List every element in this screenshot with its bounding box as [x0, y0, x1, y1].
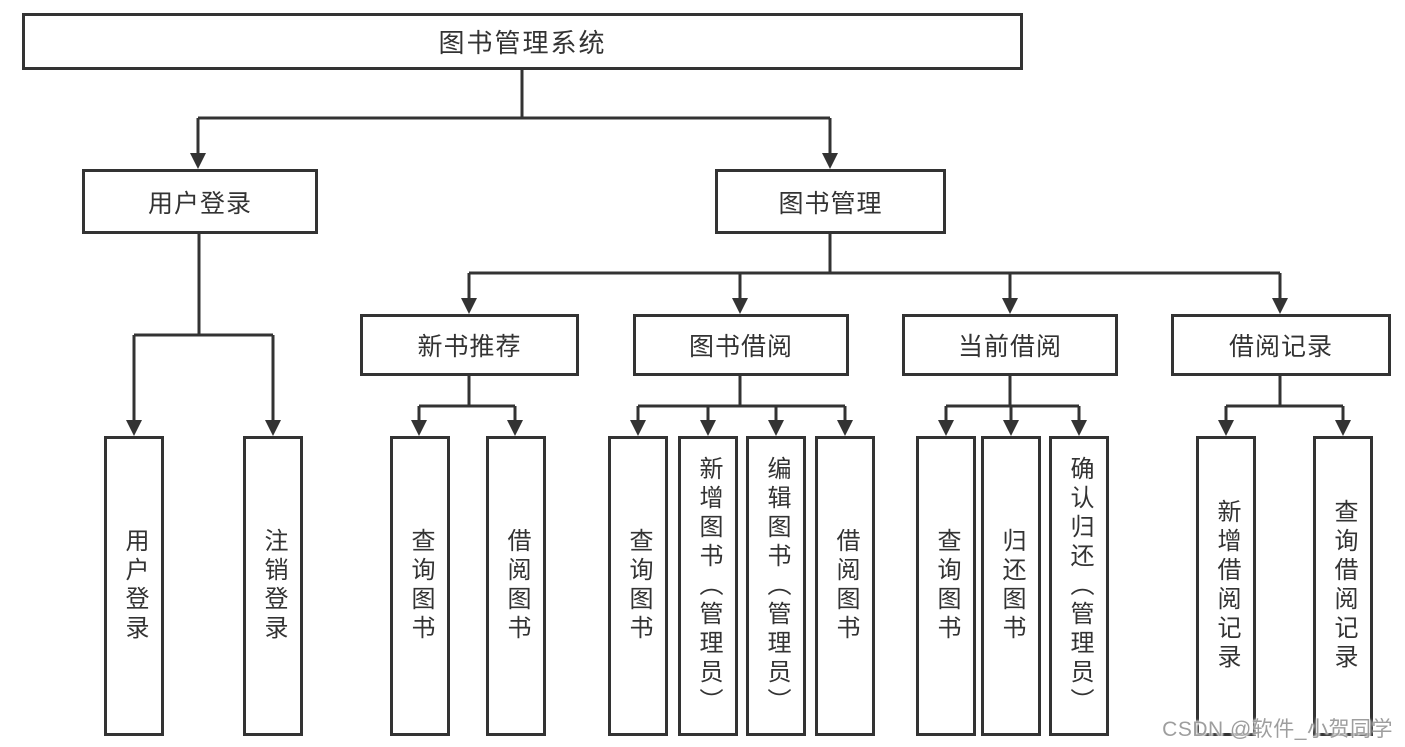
node-label: 查询图书	[933, 528, 960, 644]
node-label: 借阅记录	[1228, 333, 1333, 361]
node-user-login: 用户登录	[82, 169, 318, 234]
node-label: 查询图书	[625, 528, 652, 644]
node-query-books-borrowing: 查询图书	[608, 436, 668, 736]
node-query-books-recommend: 查询图书	[390, 436, 450, 736]
node-add-books-admin: 新增图书（管理员）	[678, 436, 738, 736]
csdn-watermark: CSDN @软件_小贺同学	[1162, 718, 1393, 741]
node-query-borrow-record: 查询借阅记录	[1313, 436, 1373, 736]
node-label: 新增图书（管理员）	[695, 455, 722, 717]
node-borrow-books-borrowing: 借阅图书	[815, 436, 875, 736]
node-label: 借阅图书	[503, 528, 530, 644]
node-new-book-recommend: 新书推荐	[360, 314, 579, 376]
node-current-borrowing: 当前借阅	[902, 314, 1118, 376]
node-book-management: 图书管理	[715, 169, 946, 234]
node-borrow-books-recommend: 借阅图书	[486, 436, 546, 736]
node-query-books-current: 查询图书	[916, 436, 976, 736]
node-library-system: 图书管理系统	[22, 13, 1023, 70]
node-label: 图书管理系统	[438, 28, 607, 58]
node-edit-books-admin: 编辑图书（管理员）	[746, 436, 806, 736]
node-label: 借阅图书	[832, 528, 859, 644]
node-confirm-return-admin: 确认归还（管理员）	[1049, 436, 1109, 736]
node-label: 编辑图书（管理员）	[763, 455, 790, 717]
node-add-borrow-record: 新增借阅记录	[1196, 436, 1256, 736]
node-label: 新书推荐	[417, 333, 522, 361]
tree-arrow-drops	[126, 118, 1351, 436]
node-label: 查询图书	[407, 528, 434, 644]
node-label: 归还图书	[998, 528, 1025, 644]
node-label: 图书管理	[778, 189, 883, 218]
node-label: 查询借阅记录	[1330, 499, 1357, 673]
node-label: 用户登录	[121, 528, 148, 644]
node-logout-action: 注销登录	[243, 436, 303, 736]
node-label: 用户登录	[147, 189, 252, 218]
node-label: 确认归还（管理员）	[1066, 455, 1093, 717]
node-user-login-action: 用户登录	[104, 436, 164, 736]
tree-branch-lines	[134, 70, 1343, 408]
node-borrowing-records: 借阅记录	[1171, 314, 1391, 376]
node-book-borrowing: 图书借阅	[633, 314, 849, 376]
node-return-books: 归还图书	[981, 436, 1041, 736]
node-label: 注销登录	[260, 528, 287, 644]
node-label: 当前借阅	[957, 333, 1062, 361]
node-label: 新增借阅记录	[1213, 499, 1240, 673]
node-label: 图书借阅	[688, 333, 793, 361]
